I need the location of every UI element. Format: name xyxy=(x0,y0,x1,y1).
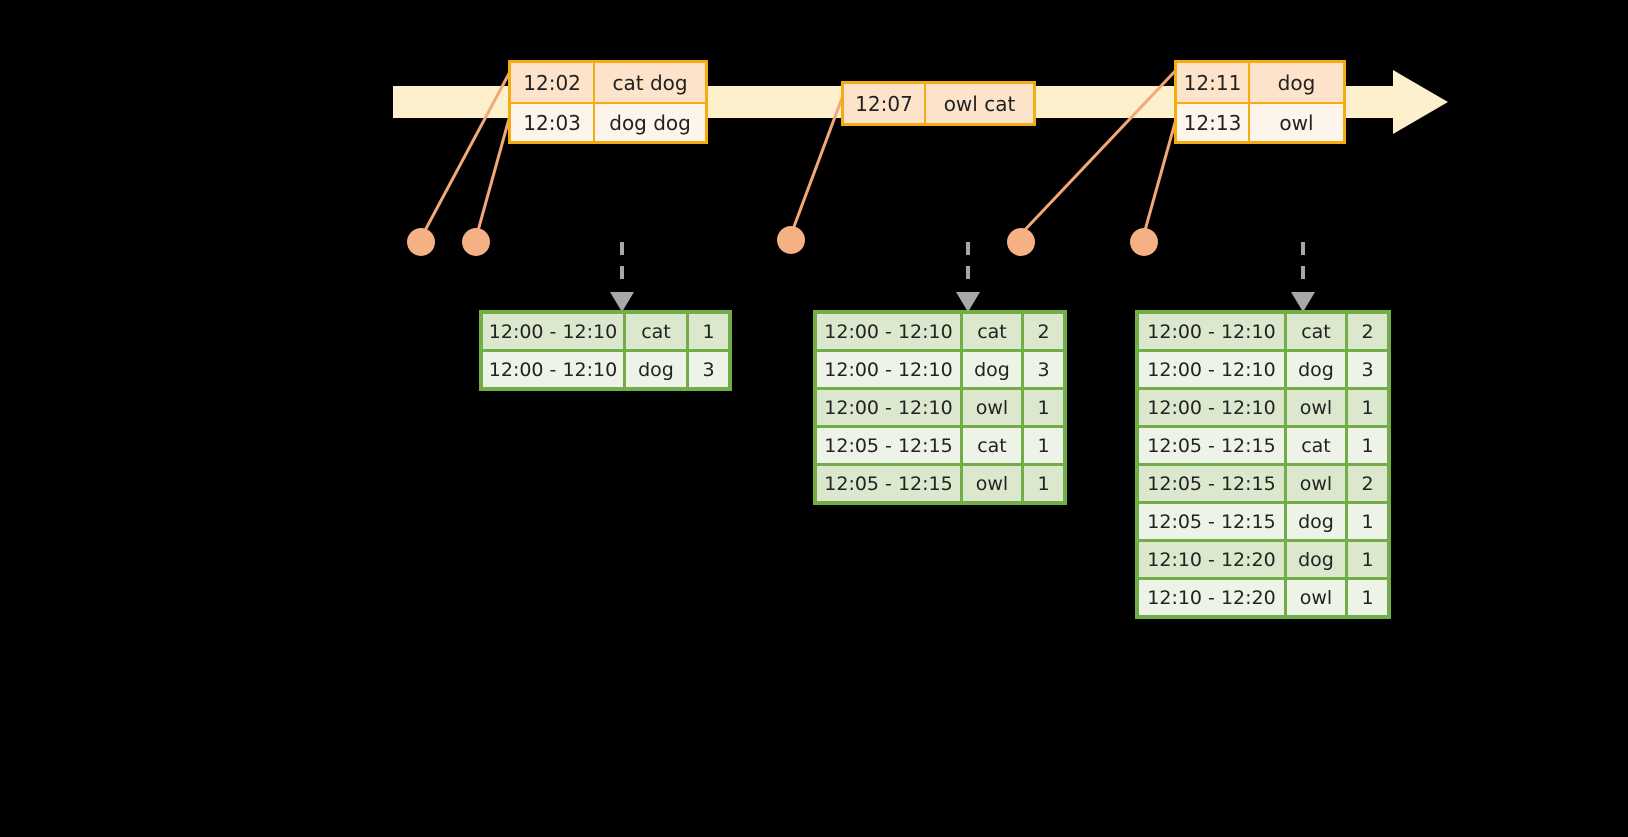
event-time: 12:13 xyxy=(1177,104,1250,141)
event-group-1: 12:02 cat dog 12:03 dog dog xyxy=(508,60,708,144)
window-cell: 12:00 - 12:10 xyxy=(483,314,623,349)
key-cell: owl xyxy=(1287,466,1345,501)
count-cell: 1 xyxy=(1024,390,1063,425)
key-cell: owl xyxy=(963,466,1021,501)
key-cell: owl xyxy=(1287,580,1345,615)
key-cell: cat xyxy=(963,314,1021,349)
event-row: 12:07 owl cat xyxy=(844,84,1033,123)
window-cell: 12:05 - 12:15 xyxy=(817,466,960,501)
connector-dot-4 xyxy=(1007,228,1035,256)
event-value: cat dog xyxy=(595,63,705,102)
event-group-3: 12:11 dog 12:13 owl xyxy=(1174,60,1346,144)
count-cell: 1 xyxy=(1348,428,1387,463)
count-cell: 1 xyxy=(1024,466,1063,501)
key-cell: cat xyxy=(1287,428,1345,463)
key-cell: owl xyxy=(963,390,1021,425)
key-cell: dog xyxy=(1287,352,1345,387)
count-cell: 3 xyxy=(1024,352,1063,387)
event-row: 12:13 owl xyxy=(1177,102,1343,141)
count-cell: 2 xyxy=(1348,314,1387,349)
window-cell: 12:10 - 12:20 xyxy=(1139,542,1284,577)
count-cell: 2 xyxy=(1024,314,1063,349)
connector-dot-3 xyxy=(777,226,805,254)
event-value: owl cat xyxy=(926,84,1033,123)
window-cell: 12:00 - 12:10 xyxy=(817,390,960,425)
count-cell: 3 xyxy=(689,352,728,387)
window-cell: 12:00 - 12:10 xyxy=(1139,352,1284,387)
window-cell: 12:00 - 12:10 xyxy=(1139,314,1284,349)
window-cell: 12:10 - 12:20 xyxy=(1139,580,1284,615)
event-row: 12:03 dog dog xyxy=(511,102,705,141)
window-cell: 12:05 - 12:15 xyxy=(817,428,960,463)
count-cell: 1 xyxy=(1348,580,1387,615)
event-value: owl xyxy=(1250,104,1343,141)
count-cell: 2 xyxy=(1348,466,1387,501)
dashed-arrow-head-3 xyxy=(1291,292,1315,312)
window-cell: 12:00 - 12:10 xyxy=(817,314,960,349)
dashed-arrow-head-2 xyxy=(956,292,980,312)
window-cell: 12:05 - 12:15 xyxy=(1139,504,1284,539)
key-cell: cat xyxy=(626,314,686,349)
count-cell: 1 xyxy=(1348,504,1387,539)
event-time: 12:07 xyxy=(844,84,926,123)
count-cell: 3 xyxy=(1348,352,1387,387)
count-cell: 1 xyxy=(1348,542,1387,577)
event-group-2: 12:07 owl cat xyxy=(841,81,1036,126)
window-cell: 12:00 - 12:10 xyxy=(817,352,960,387)
event-row: 12:02 cat dog xyxy=(511,63,705,102)
count-cell: 1 xyxy=(1024,428,1063,463)
window-cell: 12:00 - 12:10 xyxy=(483,352,623,387)
key-cell: dog xyxy=(963,352,1021,387)
key-cell: cat xyxy=(1287,314,1345,349)
connector-dot-5 xyxy=(1130,228,1158,256)
event-value: dog dog xyxy=(595,104,705,141)
key-cell: dog xyxy=(1287,542,1345,577)
event-time: 12:11 xyxy=(1177,63,1250,102)
connector-line-2 xyxy=(474,107,514,239)
window-cell: 12:05 - 12:15 xyxy=(1139,428,1284,463)
event-time: 12:02 xyxy=(511,63,596,102)
window-cell: 12:05 - 12:15 xyxy=(1139,466,1284,501)
key-cell: dog xyxy=(1287,504,1345,539)
key-cell: owl xyxy=(1287,390,1345,425)
count-cell: 1 xyxy=(689,314,728,349)
count-cell: 1 xyxy=(1348,390,1387,425)
window-cell: 12:00 - 12:10 xyxy=(1139,390,1284,425)
key-cell: dog xyxy=(626,352,686,387)
connector-dot-1 xyxy=(407,228,435,256)
dashed-arrow-head-1 xyxy=(610,292,634,312)
event-value: dog xyxy=(1250,63,1343,102)
connector-dot-2 xyxy=(462,228,490,256)
key-cell: cat xyxy=(963,428,1021,463)
event-row: 12:11 dog xyxy=(1177,63,1343,102)
connector-line-5 xyxy=(1142,111,1180,235)
event-time: 12:03 xyxy=(511,104,596,141)
